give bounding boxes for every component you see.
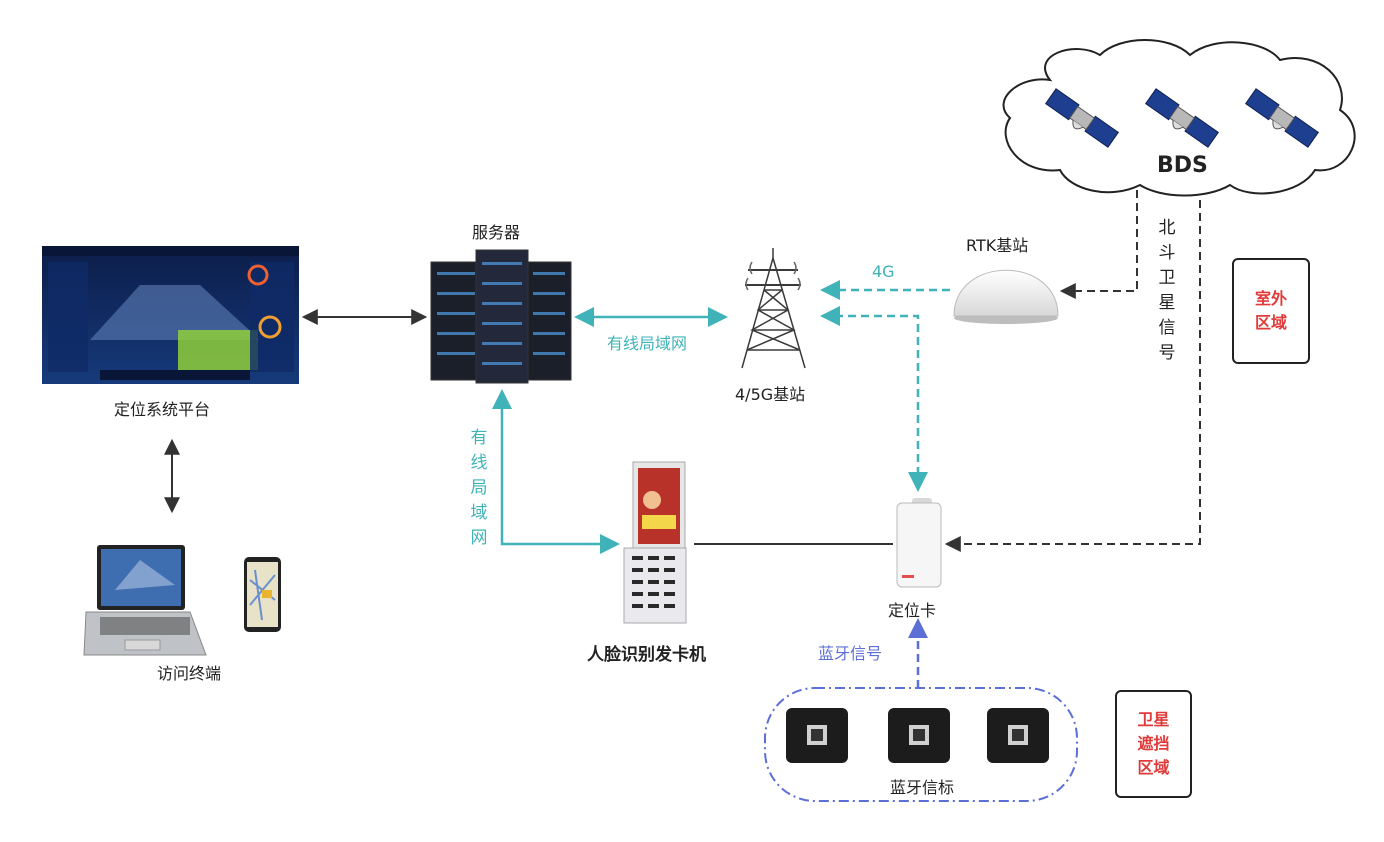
platform-screen-icon <box>42 246 299 384</box>
outdoor-zone-line: 室外 <box>1254 289 1287 308</box>
outdoor-zone-line: 区域 <box>1254 313 1287 332</box>
bds-signal-char: 卫 <box>1158 268 1176 288</box>
kiosk-icon <box>623 461 687 624</box>
server-label: 服务器 <box>472 223 521 242</box>
lan-vertical-label: 有 线 局 域 网 <box>469 426 489 551</box>
rtk-dome-icon <box>953 269 1059 324</box>
card-label: 定位卡 <box>888 601 937 620</box>
base-station-label: 4/5G基站 <box>735 385 806 404</box>
blocked-zone-box: 卫星 遮挡 区域 <box>1115 690 1192 798</box>
tower-icon <box>741 248 806 369</box>
kiosk-label: 人脸识别发卡机 <box>587 645 706 665</box>
bds-signal-char: 星 <box>1158 293 1176 313</box>
lan-vertical-char: 线 <box>470 453 488 473</box>
rtk-label: RTK基站 <box>966 236 1029 255</box>
blocked-zone-line: 卫星 <box>1137 710 1170 729</box>
satellite-icon <box>1145 88 1219 148</box>
locator-card-icon <box>896 498 942 588</box>
edge-server-kiosk <box>492 389 620 554</box>
4g-label: 4G <box>872 262 895 281</box>
beacon-group-border <box>764 687 1078 802</box>
bds-signal-char: 号 <box>1158 343 1176 363</box>
lan-vertical-char: 域 <box>470 503 488 523</box>
server-icon <box>430 249 572 384</box>
edge-bds-rtk <box>1059 190 1138 299</box>
blocked-zone-line: 遮挡 <box>1137 734 1170 753</box>
lan-vertical-char: 局 <box>470 478 488 498</box>
lan-vertical-char: 网 <box>470 528 488 548</box>
beacons-label: 蓝牙信标 <box>890 778 955 797</box>
bds-signal-char: 北 <box>1158 218 1176 238</box>
blocked-zone-line: 区域 <box>1137 758 1170 777</box>
platform-label: 定位系统平台 <box>114 400 211 419</box>
bluetooth-label: 蓝牙信号 <box>818 644 883 663</box>
laptop-icon <box>83 545 207 656</box>
outdoor-zone-box: 室外 区域 <box>1232 258 1310 364</box>
phone-icon <box>244 557 281 632</box>
edge-bds-card <box>944 200 1201 552</box>
lan-vertical-char: 有 <box>470 428 488 448</box>
satellite-icon <box>1245 88 1319 148</box>
edge-card-tower <box>820 306 928 492</box>
lan-horizontal-label: 有线局域网 <box>607 334 688 353</box>
bds-label: BDS <box>1157 153 1208 178</box>
satellite-icon <box>1045 88 1119 148</box>
beacon-icon <box>786 708 848 763</box>
bds-signal-char: 信 <box>1158 318 1176 338</box>
beacon-icon <box>888 708 950 763</box>
beacon-icon <box>987 708 1049 763</box>
bds-signal-label: 北 斗 卫 星 信 号 <box>1157 216 1177 366</box>
bds-signal-char: 斗 <box>1158 243 1176 263</box>
terminal-label: 访问终端 <box>157 664 222 683</box>
